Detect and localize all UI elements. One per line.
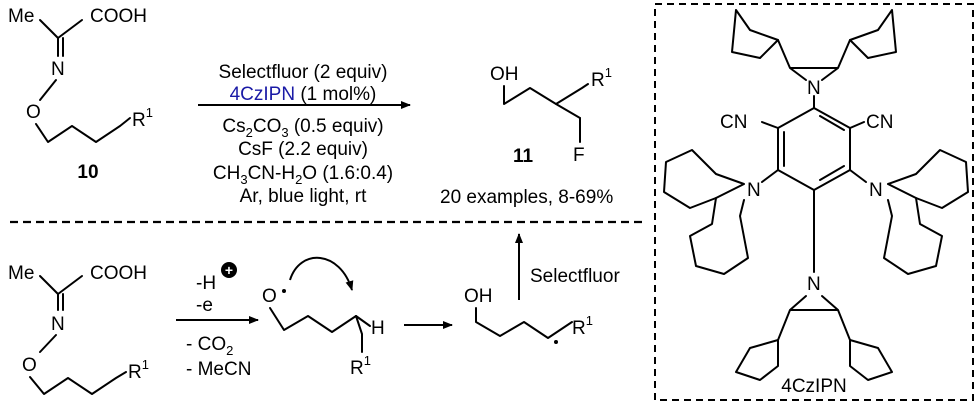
hat-curved-arrow xyxy=(289,256,354,291)
carbazole-n-bottom: N xyxy=(807,274,821,295)
product-11: OH R1 F 11 20 examples, 8-69% xyxy=(440,64,613,208)
radical-dot-icon xyxy=(282,289,286,293)
mech-step-co2: - CO2 xyxy=(186,334,233,358)
condition-photocatalyst: 4CzIPN (1 mol%) xyxy=(230,84,377,105)
mech-radical-hydroxyl: OH xyxy=(464,286,493,307)
carbazole-n-right: N xyxy=(869,180,883,201)
substrate-nitrogen: N xyxy=(51,59,65,80)
substrate-acid: COOH xyxy=(90,6,147,27)
mech-nitrogen: N xyxy=(51,314,65,335)
mech-r-group: R1 xyxy=(128,357,149,383)
substrate-r-group: R1 xyxy=(132,105,153,131)
catalyst-box xyxy=(654,3,974,401)
product-fluorine: F xyxy=(573,145,585,166)
product-hydroxyl: OH xyxy=(490,64,519,85)
condition-selectfluor: Selectfluor (2 equiv) xyxy=(219,62,388,83)
product-r-group: R1 xyxy=(591,65,612,91)
catalyst-label: 4CzIPN xyxy=(781,376,846,397)
mech-hydrogen: H xyxy=(371,318,385,339)
carbazole-n-left: N xyxy=(747,180,761,201)
product-scope: 20 examples, 8-69% xyxy=(440,187,613,208)
mech-oxygen: O xyxy=(22,355,37,376)
substrate-10: Me COOH N O R1 10 xyxy=(8,6,153,183)
carbazole-n-top: N xyxy=(807,78,821,99)
plus-charge-icon xyxy=(221,262,237,278)
mech-step-1-labels: -H + -e - CO2 - MeCN xyxy=(186,262,251,380)
mech-radical-r-group: R1 xyxy=(350,353,371,379)
product-label: 11 xyxy=(513,146,534,167)
mechanism-substrate: Me COOH N O R1 xyxy=(8,263,149,395)
condition-solvent: CH3CN-H2O (1.6:0.4) xyxy=(213,163,393,187)
cyano-right: CN xyxy=(866,112,893,133)
reaction-conditions: Selectfluor (2 equiv) 4CzIPN (1 mol%) Cs… xyxy=(213,62,393,207)
condition-fluoride: CsF (2.2 equiv) xyxy=(238,139,368,160)
condition-atmosphere: Ar, blue light, rt xyxy=(240,186,367,207)
mech-step-electron: -e xyxy=(196,295,213,316)
carbon-radical-dot-icon xyxy=(554,340,558,344)
mech-step-proton: -H xyxy=(196,273,216,294)
mech-carbon-radical: OH R1 xyxy=(464,286,593,344)
plus-charge-symbol: + xyxy=(225,262,233,278)
mech-acid: COOH xyxy=(90,263,147,284)
substrate-oxygen: O xyxy=(26,102,41,123)
substrate-label: 10 xyxy=(77,162,98,183)
mech-carbon-r-group: R1 xyxy=(572,313,593,339)
catalyst-structure: CN CN N N N N xyxy=(663,9,969,381)
substrate-methyl: Me xyxy=(8,6,34,27)
mech-alkoxy-radical: O H R1 xyxy=(262,256,385,379)
cyano-left: CN xyxy=(720,112,747,133)
mech-radical-oxygen: O xyxy=(262,286,277,307)
mech-selectfluor: Selectfluor xyxy=(530,266,620,287)
condition-base: Cs2CO3 (0.5 equiv) xyxy=(222,116,383,140)
mech-step-mecn: - MeCN xyxy=(186,359,251,380)
mech-methyl: Me xyxy=(8,263,34,284)
